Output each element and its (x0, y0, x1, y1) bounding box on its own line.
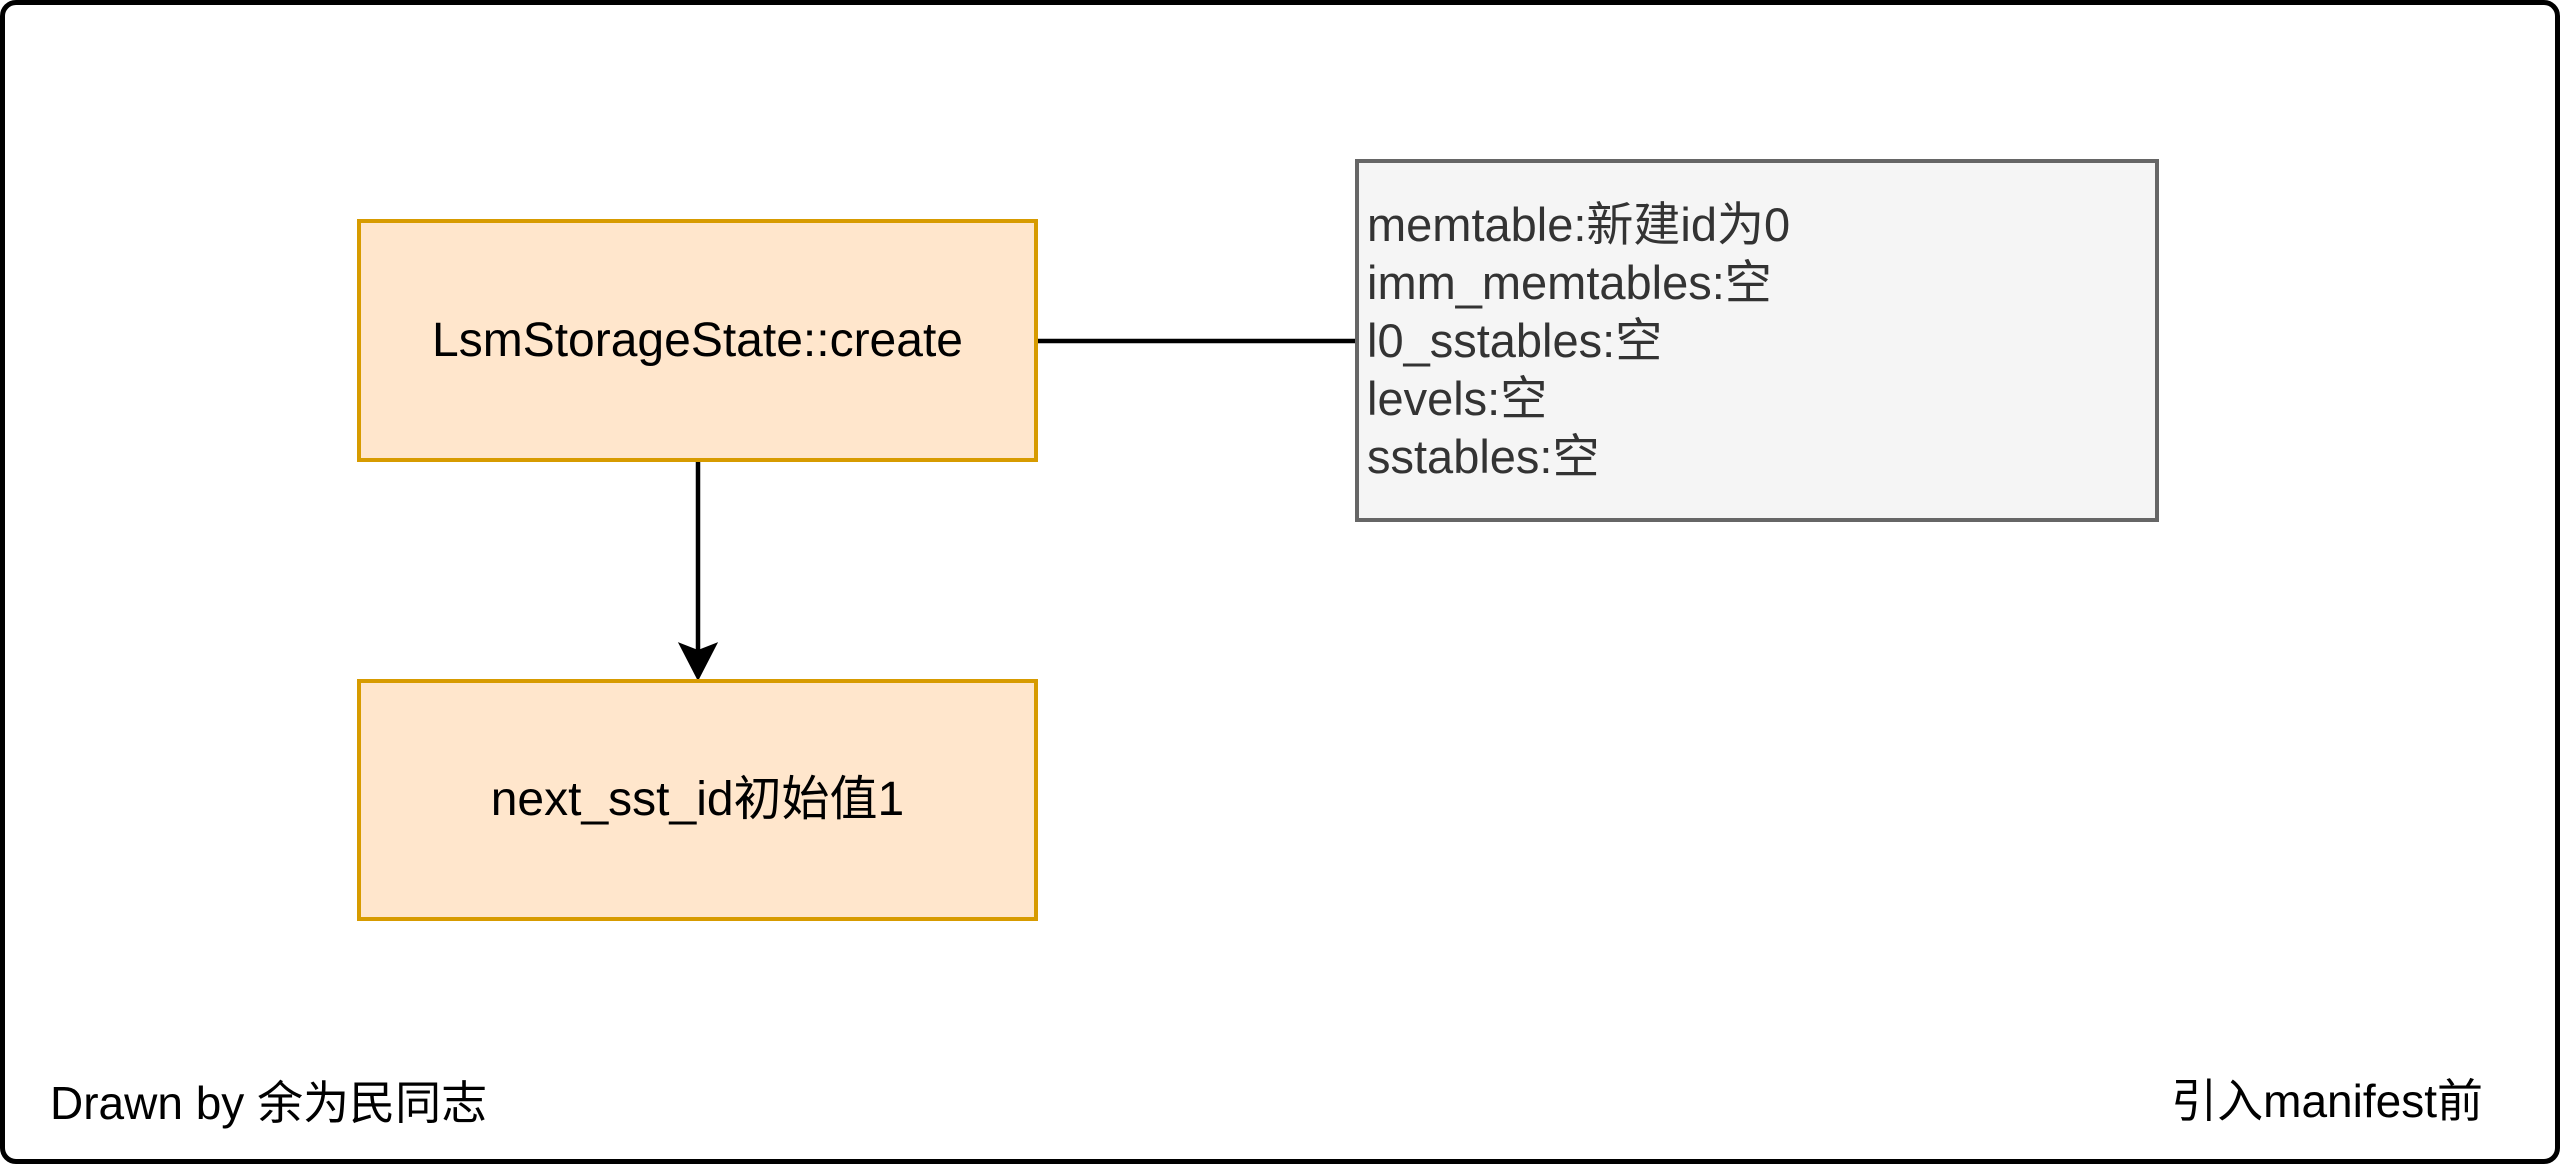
note-line-sstables: sstables:空 (1367, 429, 1600, 483)
node-lsmstoragestate-create-label: LsmStorageState::create (432, 313, 963, 367)
node-lsmstoragestate-create: LsmStorageState::create (357, 219, 1038, 462)
note-line-imm-memtables: imm_memtables:空 (1367, 255, 1772, 309)
caption-text: 引入manifest前 (2171, 1075, 2483, 1127)
node-next-sst-id: next_sst_id初始值1 (357, 679, 1038, 921)
note-line-memtable: memtable:新建id为0 (1367, 197, 1791, 251)
edge-create-to-next-sst-id (677, 462, 719, 682)
node-state-note: memtable:新建id为0 imm_memtables:空 l0_sstab… (1355, 159, 2159, 522)
credit-text: Drawn by 余为民同志 (50, 1077, 488, 1129)
note-line-l0-sstables: l0_sstables:空 (1367, 313, 1663, 367)
node-next-sst-id-label: next_sst_id初始值1 (490, 773, 905, 827)
note-line-levels: levels:空 (1367, 371, 1548, 425)
